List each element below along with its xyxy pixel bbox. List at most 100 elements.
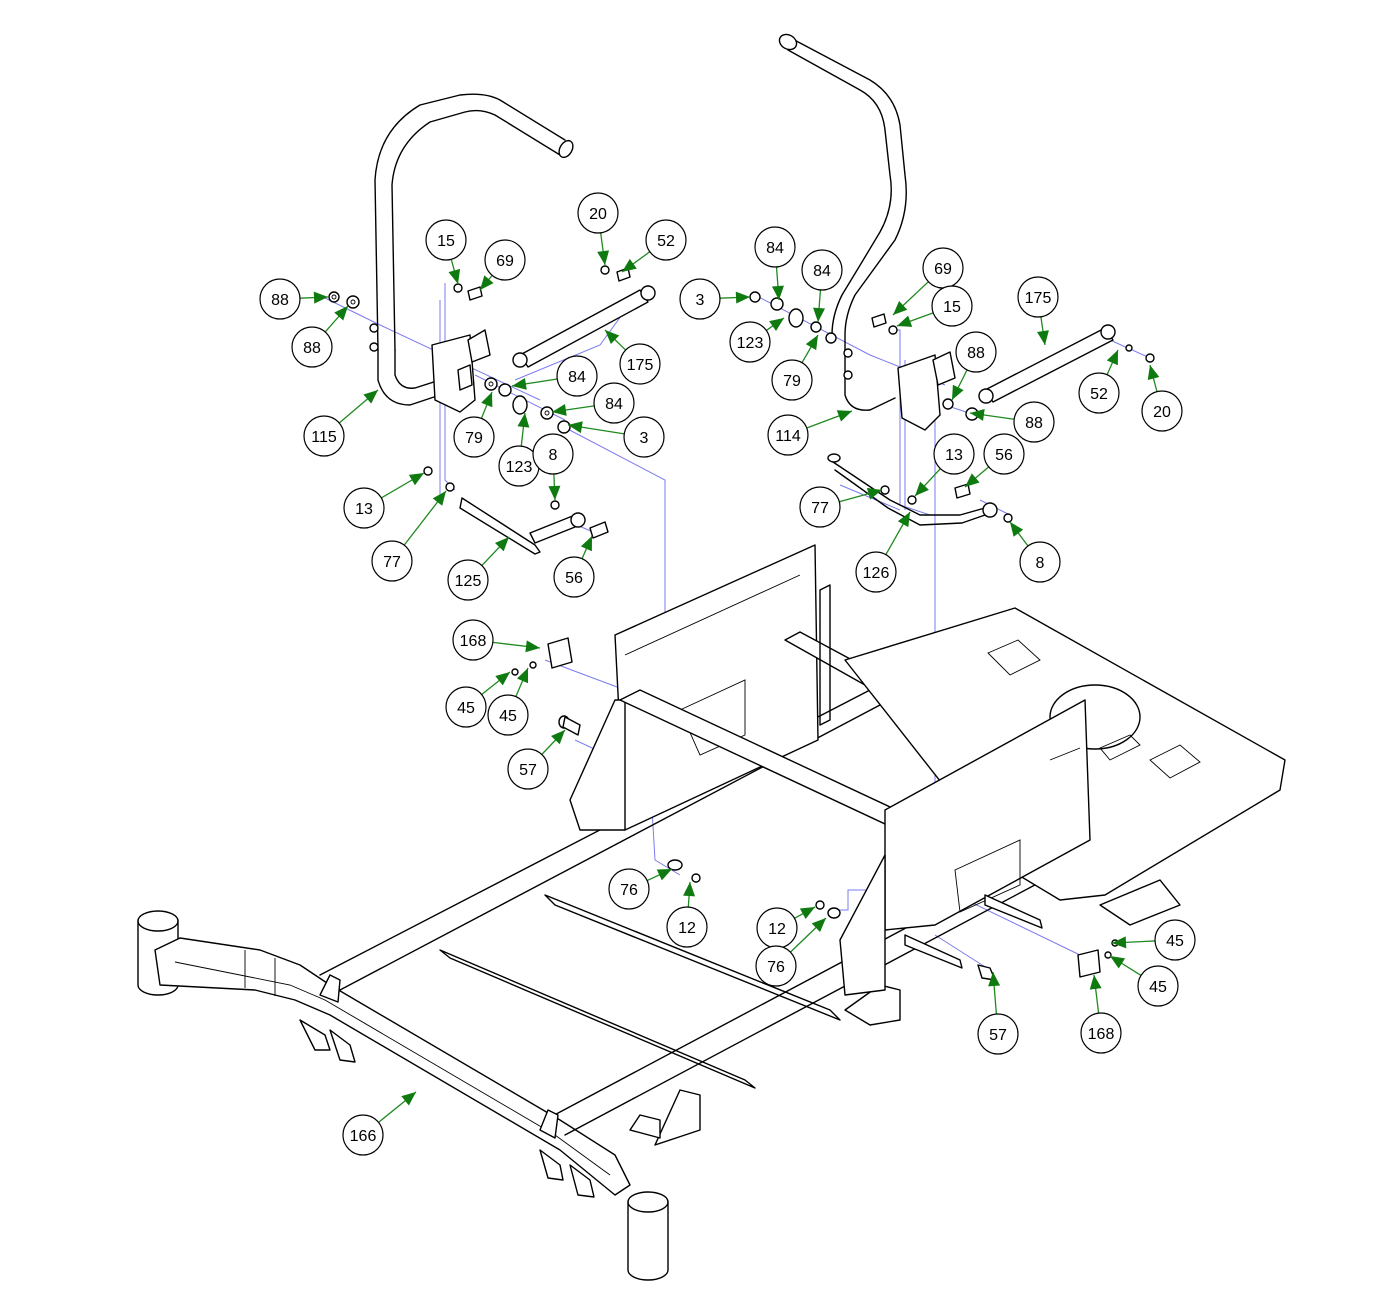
arrowhead-icon [1010,522,1024,537]
callout-56: 56 [553,535,595,598]
callout-52: 52 [621,219,687,273]
callout-bubble [799,486,841,528]
callout-bubble [577,192,619,234]
arrowhead-icon [988,972,1001,987]
callout-bubble [342,1114,384,1156]
callout-bubble [484,239,526,281]
callout-13: 13 [914,433,975,497]
callout-20: 20 [1141,364,1183,432]
seat-support-plate [569,544,1286,996]
arrowhead-icon [1112,936,1127,949]
callout-69: 69 [892,247,964,316]
arrowhead-icon [597,250,610,265]
callout-label: 15 [943,299,961,316]
callout-bubble [977,1013,1019,1055]
callout-bubble [983,433,1025,475]
callout-label: 69 [934,261,952,278]
callout-52: 52 [1078,349,1120,414]
callout-bubble [291,326,333,368]
callout-bubble [801,249,843,291]
arrowhead-icon [1106,350,1118,366]
callout-label: 8 [549,447,558,464]
arrowhead-icon [813,307,826,322]
arrowhead-icon [605,330,620,345]
callout-13: 13 [343,472,425,529]
callout-88: 88 [259,278,329,320]
right-control-lever [778,33,956,431]
callout-label: 125 [455,573,482,590]
arrowhead-icon [893,301,908,315]
arrowhead-icon [552,404,567,416]
callout-bubble [771,359,813,401]
callout-79: 79 [453,391,495,458]
callout-bubble [556,355,598,397]
callout-12: 12 [666,881,708,948]
callout-label: 114 [775,428,801,445]
arrowhead-icon [965,473,980,487]
callout-8: 8 [1009,521,1061,583]
callout-label: 168 [1088,1026,1115,1043]
callout-bubble [608,868,650,910]
arrowhead-icon [517,413,530,428]
callout-label: 56 [995,447,1013,464]
callout-label: 12 [768,921,786,938]
callout-15: 15 [425,219,467,285]
arrowhead-icon [448,268,461,284]
arrowhead-icon [622,258,637,272]
arrowhead-icon [1089,975,1102,990]
callout-bubble [1137,965,1179,1007]
arrowhead-icon [313,291,328,304]
arrowhead-icon [480,275,494,290]
callout-label: 3 [640,430,649,447]
callout-bubble [645,219,687,261]
arrowhead-icon [952,384,964,400]
callout-label: 76 [620,882,638,899]
arrowhead-icon [551,730,565,745]
callout-label: 52 [1090,386,1108,403]
callout-bubble [754,226,796,268]
callout-label: 45 [457,700,475,717]
arrowhead-icon [525,640,540,653]
arrowhead-icon [580,536,592,552]
callout-bubble [445,686,487,728]
callout-label: 175 [627,357,654,374]
callout-label: 77 [383,554,401,571]
callout-label: 77 [811,500,829,517]
arrowhead-icon [1147,365,1160,381]
callout-bubble [755,945,797,987]
left-control-lever [369,93,574,413]
callout-15: 15 [896,285,973,327]
arrowhead-icon [656,869,672,881]
callout-label: 84 [568,369,586,386]
callout-bubble [452,619,494,661]
callout-bubble [487,694,529,736]
callout-bubble [931,285,973,327]
arrowhead-icon [811,918,826,933]
damper-right [978,324,1116,404]
callout-label: 56 [565,570,583,587]
callout-label: 57 [989,1027,1007,1044]
callout-bubble [767,414,809,456]
callout-bubble [679,278,721,320]
arrowhead-icon [481,392,493,408]
callout-88: 88 [291,305,349,368]
callout-bubble [259,278,301,320]
callout-bubble [1017,276,1059,318]
arrowhead-icon [735,291,750,304]
callout-57: 57 [977,971,1019,1055]
callout-bubble [1013,401,1055,443]
callout-123: 123 [729,317,785,363]
callout-label: 79 [783,373,801,390]
callout-label: 88 [303,340,321,357]
main-frame [137,689,1111,1281]
callout-84: 84 [754,226,796,301]
callout-126: 126 [855,511,911,593]
callout-label: 79 [465,430,483,447]
arrowhead-icon [771,285,784,300]
callout-166: 166 [342,1091,417,1156]
arrowhead-icon [516,668,529,684]
callout-115: 115 [303,389,379,457]
callout-bubble [532,433,574,475]
callout-84: 84 [801,249,843,323]
arrowhead-icon [334,306,348,321]
